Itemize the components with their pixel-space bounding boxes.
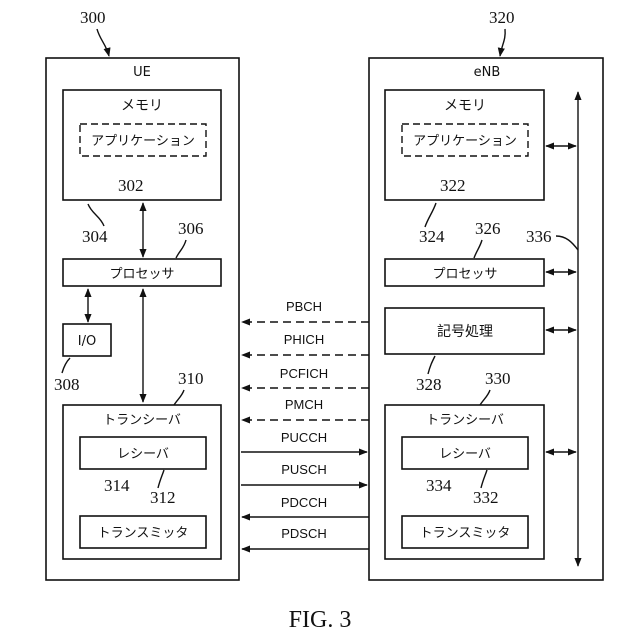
enb-application-label: アプリケーション	[413, 134, 517, 149]
figure-caption: FIG. 3	[289, 607, 352, 633]
ue-io-label: I/O	[78, 334, 96, 349]
ue-memory-label: メモリ	[121, 98, 163, 114]
enb-memory-label: メモリ	[444, 98, 486, 114]
channel-label-pdsch: PDSCH	[281, 526, 327, 541]
enb-processor-label: プロセッサ	[432, 267, 497, 282]
enb-symbol-processing-label: 記号処理	[437, 323, 493, 340]
enb-application-ref: 322	[440, 176, 466, 195]
channel-label-phich: PHICH	[284, 332, 324, 347]
ue-processor-label: プロセッサ	[109, 267, 174, 282]
ue-application-ref: 302	[118, 176, 144, 195]
enb-transmitter-label: トランスミッタ	[420, 526, 511, 541]
enb-receiver-label: レシーバ	[439, 447, 491, 462]
channel-label-pdcch: PDCCH	[281, 495, 327, 510]
enb-receiver-ref: 332	[473, 488, 499, 507]
ue-transmitter-label: トランスミッタ	[98, 526, 189, 541]
ue-receiver-ref: 312	[150, 488, 176, 507]
ue-device: 300 UE メモリ アプリケーション 302 304 プロセッサ 306 I/…	[46, 8, 239, 580]
channel-label-pcfich: PCFICH	[280, 366, 328, 381]
enb-ref: 320	[489, 8, 515, 27]
channel-label-pmch: PMCH	[285, 397, 323, 412]
ue-ref-leader	[97, 29, 109, 56]
ue-io-ref: 308	[54, 375, 80, 394]
enb-device: 320 eNB メモリ アプリケーション 322 324 プロセッサ 326 記…	[369, 8, 603, 580]
ue-application-label: アプリケーション	[91, 134, 195, 149]
enb-bus-ref: 336	[526, 227, 552, 246]
enb-processor-ref: 326	[475, 219, 501, 238]
ue-processor-ref: 306	[178, 219, 204, 238]
ue-ref: 300	[80, 8, 106, 27]
ue-title: UE	[133, 65, 151, 80]
enb-title: eNB	[474, 65, 501, 80]
ue-transmitter-ref: 314	[104, 476, 130, 495]
ue-transceiver-ref: 310	[178, 369, 204, 388]
enb-memory-ref: 324	[419, 227, 445, 246]
enb-ref-leader	[500, 29, 505, 56]
ue-receiver-label: レシーバ	[117, 447, 169, 462]
enb-symbol-processing-ref: 328	[416, 375, 442, 394]
channel-label-pucch: PUCCH	[281, 430, 327, 445]
enb-transceiver-label: トランシーバ	[426, 413, 504, 428]
enb-transmitter-ref: 334	[426, 476, 452, 495]
enb-transceiver-ref: 330	[485, 369, 511, 388]
channel-group: PBCH PHICH PCFICH PMCH PUCCH PUSCH PDCCH…	[241, 299, 369, 549]
channel-label-pbch: PBCH	[286, 299, 322, 314]
ue-memory-ref: 304	[82, 227, 108, 246]
channel-label-pusch: PUSCH	[281, 462, 327, 477]
ue-transceiver-label: トランシーバ	[103, 413, 181, 428]
